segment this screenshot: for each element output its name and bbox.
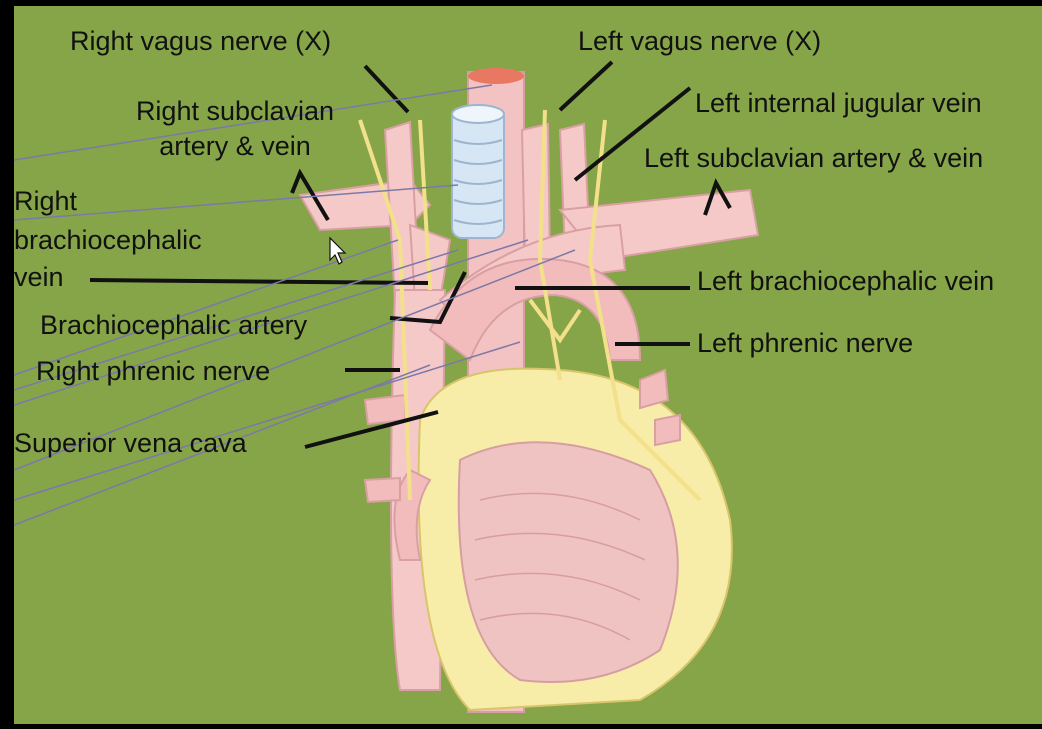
label-left-subclavian-artery-vein: Left subclavian artery & vein <box>644 143 983 173</box>
label-left-phrenic-nerve: Left phrenic nerve <box>697 328 913 358</box>
trachea <box>452 105 504 238</box>
label-superior-vena-cava: Superior vena cava <box>14 428 247 458</box>
label-right-brachiocephalic-3: vein <box>14 262 64 292</box>
label-brachiocephalic-artery: Brachiocephalic artery <box>40 310 307 340</box>
label-left-vagus-nerve: Left vagus nerve (X) <box>578 26 821 56</box>
label-right-brachiocephalic-2: brachiocephalic <box>14 225 202 255</box>
label-right-subclavian-2: artery & vein <box>100 131 370 161</box>
label-right-phrenic-nerve: Right phrenic nerve <box>36 356 270 386</box>
esophagus-top <box>468 68 524 84</box>
label-right-brachiocephalic-1: Right <box>14 186 77 216</box>
label-left-internal-jugular-vein: Left internal jugular vein <box>695 88 982 118</box>
label-right-subclavian-1: Right subclavian <box>100 96 370 126</box>
right-ventricle <box>459 442 678 682</box>
label-left-brachiocephalic-vein: Left brachiocephalic vein <box>697 266 994 296</box>
label-right-vagus-nerve: Right vagus nerve (X) <box>70 26 331 56</box>
